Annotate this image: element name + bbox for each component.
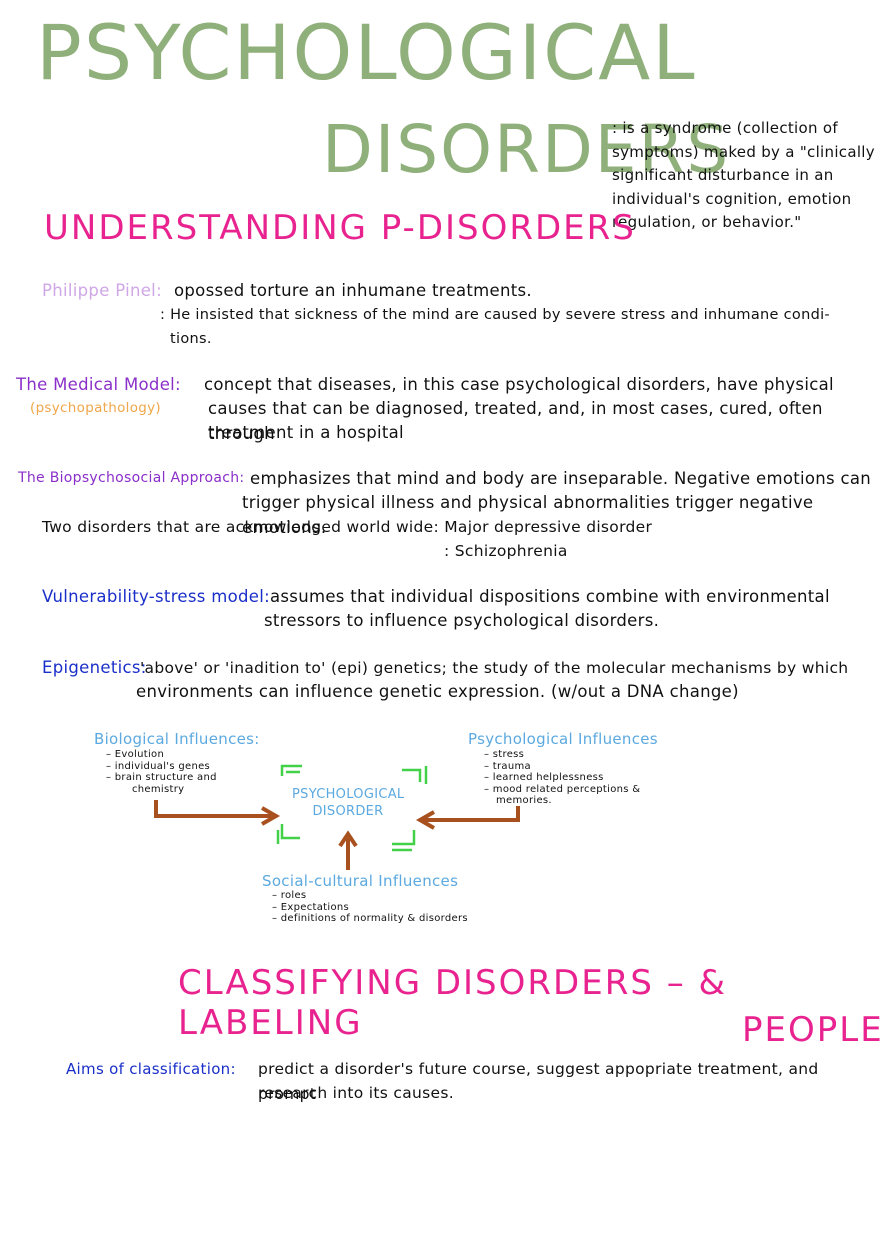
pinel-line3: tions. [170, 331, 212, 347]
social-cultural-influences-title: Social-cultural Influences [262, 872, 459, 890]
medical-line2: causes that can be diagnosed, treated, a… [208, 399, 823, 443]
aims-label: Aims of classification: [66, 1060, 236, 1078]
section-heading-classifying: CLASSIFYING DISORDERS – & LABELING [178, 963, 728, 1043]
list-item: – individual's genes [106, 760, 211, 772]
epigenetics-line2: environments can influence genetic expre… [136, 682, 739, 701]
pinel-line1: opossed torture an inhumane treatments. [174, 281, 532, 300]
aims-line1: predict a disorder's future course, sugg… [258, 1060, 819, 1103]
biopsychosocial-label: The Biopsychosocial Approach: [18, 470, 245, 486]
page-title-line2: DISORDERS [322, 111, 731, 188]
psychological-influences-title: Psychological Influences [468, 730, 658, 748]
list-item: – Evolution [106, 749, 165, 760]
biological-influences-title: Biological Influences: [94, 730, 260, 748]
center-box-label: PSYCHOLOGICAL DISORDER [292, 787, 405, 819]
medical-line1: concept that diseases, in this case psyc… [204, 375, 834, 394]
medical-line3: treatment in a hospital [208, 423, 404, 442]
center-box-brackets [276, 764, 428, 852]
list-item: – definitions of normality & disorders [272, 913, 468, 924]
page-title-line1: PSYCHOLOGICAL [36, 8, 697, 97]
pinel-line2: : He insisted that sickness of the mind … [160, 307, 830, 323]
list-item: – stress [484, 749, 525, 760]
list-item: – learned helplessness [484, 772, 604, 783]
section-heading-understanding: UNDERSTANDING P-DISORDERS [44, 208, 636, 248]
list-item: – mood related perceptions & [484, 783, 641, 795]
list-item: chemistry [132, 783, 185, 795]
influence-arrows [154, 800, 520, 870]
vulnerability-label: Vulnerability-stress model: [42, 587, 270, 606]
biopsych-line3: Two disorders that are acknowledged worl… [42, 518, 653, 536]
biopsych-line2: trigger physical illness and physical ab… [242, 493, 814, 537]
social-cultural-influences-list: – roles – Expectations – definitions of … [272, 890, 468, 925]
vulnerability-line1: assumes that individual dispositions com… [270, 587, 830, 606]
epigenetics-line1: 'above' or 'inadition to' (epi) genetics… [140, 659, 849, 677]
list-item: – roles [272, 890, 307, 901]
aims-line2: research into its causes. [258, 1084, 454, 1102]
list-item: memories. [496, 795, 552, 806]
list-item: – Expectations [272, 901, 350, 913]
pinel-label: Philippe Pinel: [42, 281, 162, 300]
medical-model-label: The Medical Model: [16, 375, 181, 394]
biopsych-line4: : Schizophrenia [444, 542, 568, 560]
biopsych-line1: emphasizes that mind and body are insepa… [250, 469, 872, 488]
list-item: – trauma [484, 760, 531, 772]
epigenetics-label: Epigenetics: [42, 658, 147, 677]
influences-diagram [154, 764, 520, 870]
list-item: – brain structure and [106, 772, 217, 783]
section-heading-classifying-line2: PEOPLE [742, 1010, 880, 1050]
psychological-influences-list: – stress – trauma – learned helplessness… [484, 749, 640, 807]
psychopathology-label: (psychopathology) [30, 400, 161, 416]
biological-influences-list: – Evolution – individual's genes – brain… [106, 749, 217, 795]
vulnerability-line2: stressors to influence psychological dis… [264, 611, 660, 630]
definition-text: : is a syndrome (collection of symptoms)… [612, 119, 875, 231]
